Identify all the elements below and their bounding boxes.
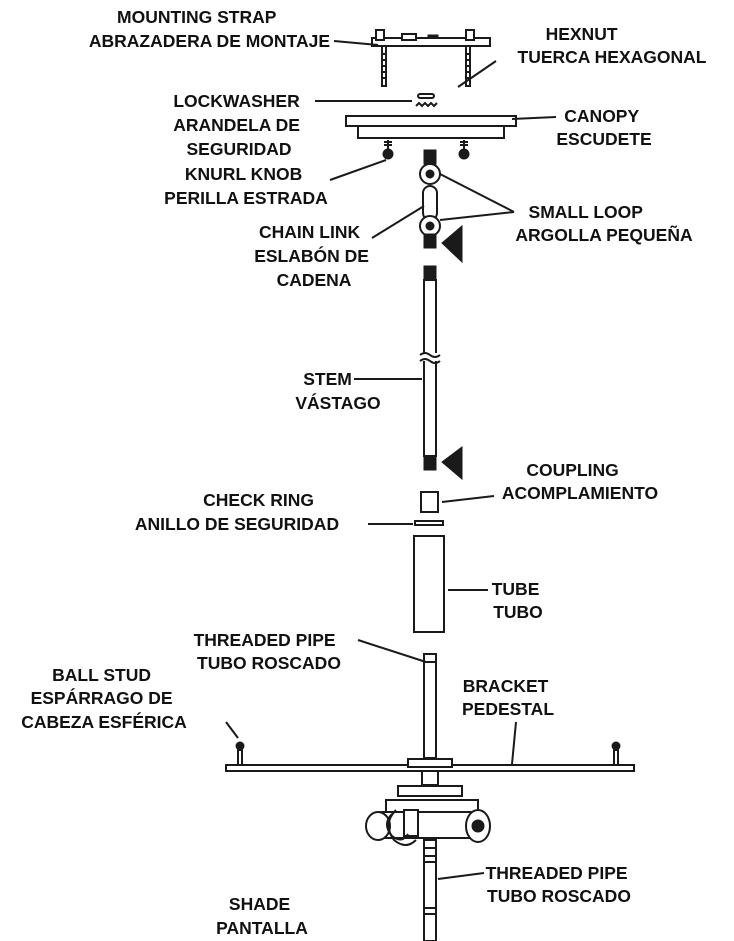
label-line: PERILLA ESTRADA	[164, 188, 328, 208]
label-canopy: CANOPY ESCUDETE	[556, 106, 651, 149]
direction-arrow-upper	[441, 224, 463, 264]
knurl-knob-right	[458, 140, 470, 160]
label-line: PEDESTAL	[462, 699, 554, 719]
leader-lines	[225, 40, 557, 880]
canopy	[345, 115, 517, 139]
label-line: ESPÁRRAGO DE	[31, 687, 173, 708]
label-line: CHAIN LINK	[259, 222, 360, 242]
label-ball-stud: BALL STUD ESPÁRRAGO DE CABEZA ESFÉRICA	[21, 665, 187, 732]
tube	[413, 535, 445, 633]
socket-cluster	[365, 785, 491, 849]
label-line: COUPLING	[526, 460, 618, 480]
label-line: LOCKWASHER	[173, 91, 300, 111]
label-check-ring: CHECK RING ANILLO DE SEGURIDAD	[135, 490, 339, 534]
label-line: HEXNUT	[546, 24, 618, 44]
bracket	[225, 758, 635, 786]
knurl-knob-left	[382, 140, 394, 160]
label-line: MOUNTING STRAP	[117, 7, 277, 27]
small-loop-upper	[419, 149, 441, 185]
label-bracket: BRACKET PEDESTAL	[462, 676, 554, 719]
label-line: THREADED PIPE	[194, 630, 336, 650]
direction-arrow-lower	[441, 446, 463, 481]
label-mounting-strap: MOUNTING STRAP ABRAZADERA DE MONTAJE	[89, 7, 330, 51]
label-line: PANTALLA	[216, 918, 308, 938]
label-line: ANILLO DE SEGURIDAD	[135, 514, 339, 534]
label-line: BRACKET	[463, 676, 549, 696]
label-stem: STEM VÁSTAGO	[295, 369, 380, 413]
check-ring	[414, 520, 444, 526]
label-line: TUBO ROSCADO	[487, 886, 631, 906]
label-line: BALL STUD	[52, 665, 151, 685]
label-line: STEM	[303, 369, 352, 389]
label-shade: SHADE PANTALLA	[216, 894, 308, 938]
label-coupling: COUPLING ACOMPLAMIENTO	[502, 460, 658, 503]
label-line: VÁSTAGO	[295, 392, 380, 413]
label-lockwasher: LOCKWASHER ARANDELA DE SEGURIDAD	[173, 91, 305, 159]
label-line: ARGOLLA PEQUEÑA	[515, 224, 693, 245]
stem	[418, 265, 442, 471]
label-line: SMALL LOOP	[529, 202, 644, 222]
label-line: TUERCA HEXAGONAL	[518, 47, 707, 67]
label-chain-link: CHAIN LINK ESLABÓN DE CADENA	[254, 222, 374, 290]
label-line: CHECK RING	[203, 490, 314, 510]
label-line: ACOMPLAMIENTO	[502, 483, 658, 503]
label-line: CADENA	[277, 270, 352, 290]
mounting-strap	[371, 29, 491, 87]
label-line: ESCUDETE	[556, 129, 651, 149]
label-knurl-knob: KNURL KNOB PERILLA ESTRADA	[164, 164, 328, 208]
label-line: SEGURIDAD	[186, 139, 291, 159]
ball-stud-right	[611, 741, 621, 766]
label-line: TUBE	[492, 579, 540, 599]
label-line: CABEZA ESFÉRICA	[21, 711, 187, 732]
label-line: ARANDELA DE	[173, 115, 300, 135]
ball-stud-left	[235, 741, 245, 766]
label-line: ABRAZADERA DE MONTAJE	[89, 31, 330, 51]
label-line: THREADED PIPE	[486, 863, 628, 883]
chain-link	[422, 185, 438, 221]
small-loop-lower	[419, 215, 441, 249]
label-small-loop: SMALL LOOP ARGOLLA PEQUEÑA	[515, 202, 693, 245]
label-line: CANOPY	[564, 106, 639, 126]
label-line: ESLABÓN DE	[254, 245, 369, 266]
label-threaded-pipe-lower: THREADED PIPE TUBO ROSCADO	[486, 863, 633, 906]
lockwasher	[415, 93, 438, 108]
label-tube: TUBE TUBO	[492, 579, 545, 622]
label-line: TUBO	[493, 602, 543, 622]
threaded-pipe-lower	[423, 847, 437, 941]
label-line: KNURL KNOB	[185, 164, 302, 184]
coupling	[420, 491, 439, 513]
label-hexnut: HEXNUT TUERCA HEXAGONAL	[518, 24, 707, 67]
label-line: SHADE	[229, 894, 290, 914]
label-line: TUBO ROSCADO	[197, 653, 341, 673]
label-threaded-pipe-upper: THREADED PIPE TUBO ROSCADO	[194, 630, 341, 673]
